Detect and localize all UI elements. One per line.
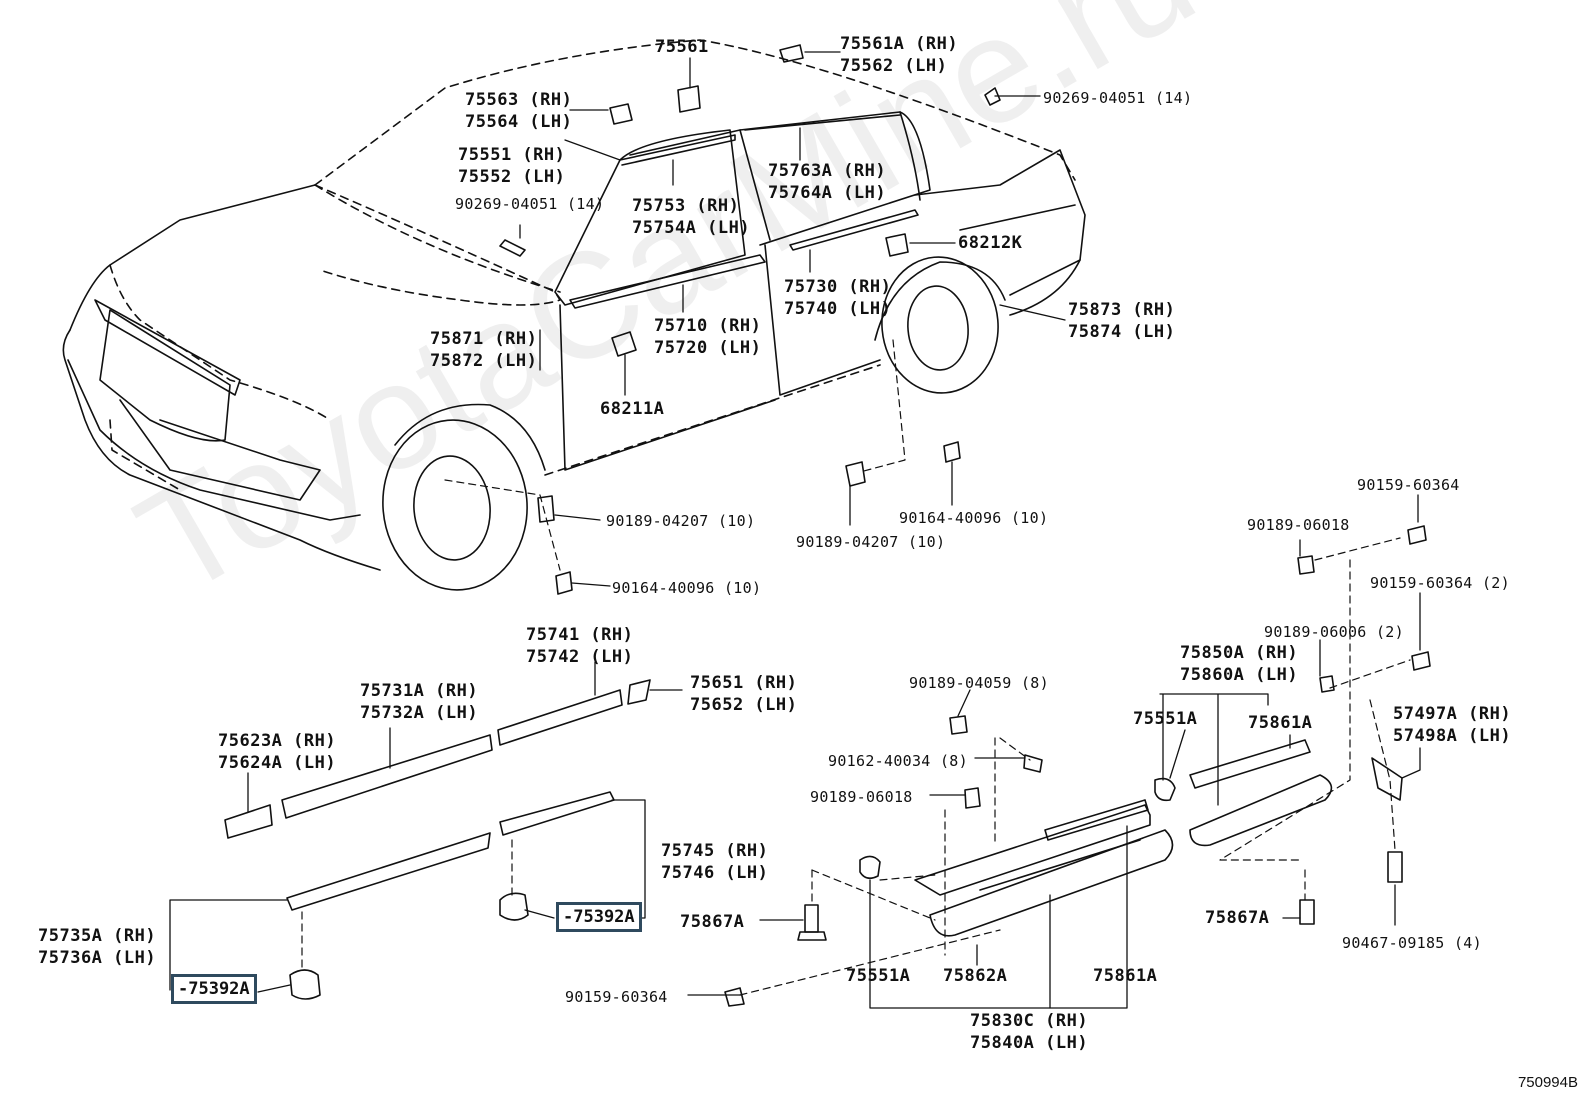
label-75741[interactable]: 75741 (RH) [526,625,634,645]
label-68211a[interactable]: 68211A [600,399,665,419]
highlighted-part-75392a-upper[interactable]: -75392A [556,902,642,932]
label-75742[interactable]: 75742 (LH) [526,647,634,667]
label-75551[interactable]: 75551 (RH) [458,145,566,165]
label-75564[interactable]: 75564 (LH) [465,112,573,132]
label-57498a[interactable]: 57498A (LH) [1393,726,1512,746]
label-90164-40096-b[interactable]: 90164-40096 (10) [899,509,1049,527]
diagram-reference-code: 750994B [1517,1074,1578,1091]
label-90159-60364-b[interactable]: 90159-60364 [565,988,668,1006]
label-75746[interactable]: 75746 (LH) [661,863,769,883]
label-75561a[interactable]: 75561A (RH) [840,34,959,54]
label-75651[interactable]: 75651 (RH) [690,673,798,693]
label-75732a[interactable]: 75732A (LH) [360,703,479,723]
label-75740[interactable]: 75740 (LH) [784,299,892,319]
label-90189-06018-b[interactable]: 90189-06018 [810,788,913,806]
label-90164-40096-a[interactable]: 90164-40096 (10) [612,579,762,597]
label-75561[interactable]: 75561 [655,37,709,57]
label-75873[interactable]: 75873 (RH) [1068,300,1176,320]
label-75862a[interactable]: 75862A [943,966,1008,986]
assembly-lines [301,339,1411,996]
label-75830c[interactable]: 75830C (RH) [970,1011,1089,1031]
label-75624a[interactable]: 75624A (LH) [218,753,337,773]
label-68212k[interactable]: 68212K [958,233,1023,253]
label-75652[interactable]: 75652 (LH) [690,695,798,715]
label-57497a[interactable]: 57497A (RH) [1393,704,1512,724]
label-75872[interactable]: 75872 (LH) [430,351,538,371]
label-75840a[interactable]: 75840A (LH) [970,1033,1089,1053]
label-75563[interactable]: 75563 (RH) [465,90,573,110]
label-90467-09185[interactable]: 90467-09185 (4) [1342,934,1482,952]
label-75551a-top[interactable]: 75551A [1133,709,1198,729]
label-75710[interactable]: 75710 (RH) [654,316,762,336]
label-75867a-right[interactable]: 75867A [1205,908,1270,928]
label-90189-06006[interactable]: 90189-06006 (2) [1264,623,1404,641]
label-75861a-top[interactable]: 75861A [1248,713,1313,733]
label-75861a-bottom[interactable]: 75861A [1093,966,1158,986]
label-75551a-bottom[interactable]: 75551A [846,966,911,986]
label-90159-60364-a[interactable]: 90159-60364 [1357,476,1460,494]
label-75754a[interactable]: 75754A (LH) [632,218,751,238]
label-75764a[interactable]: 75764A (LH) [768,183,887,203]
label-75552[interactable]: 75552 (LH) [458,167,566,187]
label-90189-06018-a[interactable]: 90189-06018 [1247,516,1350,534]
label-75753[interactable]: 75753 (RH) [632,196,740,216]
label-75850a[interactable]: 75850A (RH) [1180,643,1299,663]
label-75735a[interactable]: 75735A (RH) [38,926,157,946]
label-90269-04051-top[interactable]: 90269-04051 (14) [1043,89,1193,107]
leader-lines [169,51,1421,1009]
label-90189-04059[interactable]: 90189-04059 (8) [909,674,1049,692]
label-90189-04207-b[interactable]: 90189-04207 (10) [796,533,946,551]
label-75562[interactable]: 75562 (LH) [840,56,948,76]
label-75874[interactable]: 75874 (LH) [1068,322,1176,342]
label-75731a[interactable]: 75731A (RH) [360,681,479,701]
label-75860a[interactable]: 75860A (LH) [1180,665,1299,685]
highlighted-part-75392a-lower[interactable]: -75392A [171,974,257,1004]
label-75745[interactable]: 75745 (RH) [661,841,769,861]
lower-parts [224,679,1403,1007]
label-90189-04207-a[interactable]: 90189-04207 (10) [606,512,756,530]
label-90269-04051-left[interactable]: 90269-04051 (14) [455,195,605,213]
label-90162-40034[interactable]: 90162-40034 (8) [828,752,968,770]
label-75623a[interactable]: 75623A (RH) [218,731,337,751]
car-body-outline [62,39,1086,591]
label-75720[interactable]: 75720 (LH) [654,338,762,358]
label-75763a[interactable]: 75763A (RH) [768,161,887,181]
label-75736a[interactable]: 75736A (LH) [38,948,157,968]
label-90159-60364-2[interactable]: 90159-60364 (2) [1370,574,1510,592]
label-75867a-left[interactable]: 75867A [680,912,745,932]
label-75730[interactable]: 75730 (RH) [784,277,892,297]
clip-glyphs [499,44,1431,693]
label-75871[interactable]: 75871 (RH) [430,329,538,349]
